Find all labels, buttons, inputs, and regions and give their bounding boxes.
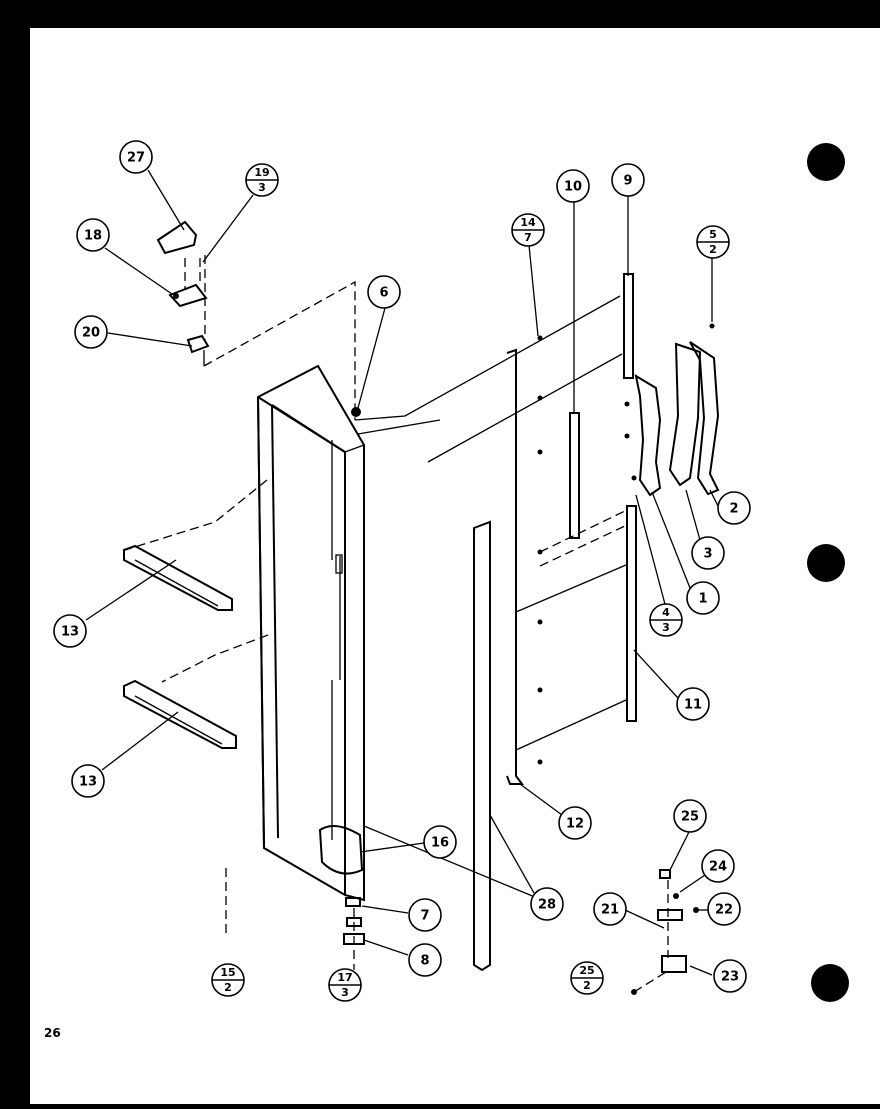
callout-number: 10 — [564, 180, 582, 195]
callout-numerator: 4 — [662, 606, 670, 619]
callout-1: 1 — [686, 581, 720, 615]
callout-number: 13 — [61, 625, 79, 640]
callout-number: 16 — [431, 836, 449, 851]
callout-numerator: 19 — [254, 166, 269, 179]
callout-24: 24 — [701, 849, 735, 883]
callout-20: 20 — [74, 315, 108, 349]
callout-11: 11 — [676, 687, 710, 721]
callout-denominator: 3 — [662, 621, 670, 634]
callout-number: 1 — [698, 592, 707, 607]
callout-22: 22 — [707, 892, 741, 926]
callout-9: 9 — [611, 163, 645, 197]
page-number: 26 — [44, 1026, 61, 1040]
bottom-right-hinge — [631, 869, 699, 995]
callout-3: 3 — [691, 536, 725, 570]
callout-5-2: 52 — [696, 225, 730, 259]
callout-21: 21 — [593, 892, 627, 926]
shelf-top — [123, 544, 233, 611]
handle-assembly — [624, 323, 720, 497]
callout-numerator: 17 — [337, 971, 352, 984]
callout-28: 28 — [530, 887, 564, 921]
callout-16: 16 — [423, 825, 457, 859]
callout-19-3: 193 — [245, 163, 279, 197]
callout-14-7: 147 — [511, 213, 545, 247]
callout-27: 27 — [119, 140, 153, 174]
callout-number: 8 — [420, 954, 429, 969]
hinge-plate-bottom — [318, 825, 364, 875]
bracket-12 — [506, 335, 543, 785]
callout-7: 7 — [408, 898, 442, 932]
trim-strips — [569, 273, 637, 722]
callout-number: 9 — [623, 174, 632, 189]
callout-number: 11 — [684, 698, 702, 713]
registration-mark-top — [807, 143, 845, 181]
callout-number: 21 — [601, 903, 619, 918]
callout-6: 6 — [367, 275, 401, 309]
callout-12: 12 — [558, 806, 592, 840]
callout-18: 18 — [76, 218, 110, 252]
callout-number: 6 — [379, 286, 388, 301]
bottom-hinge-hardware — [343, 407, 365, 970]
callout-numerator: 14 — [520, 216, 536, 229]
callout-number: 20 — [82, 326, 100, 341]
callout-4-3: 43 — [649, 603, 683, 637]
callout-denominator: 2 — [583, 979, 591, 992]
shelf-bottom — [123, 679, 237, 749]
callout-13b: 13 — [71, 764, 105, 798]
callout-25-2: 252 — [570, 961, 604, 995]
callout-15-2: 152 — [211, 963, 245, 997]
callout-number: 7 — [420, 909, 429, 924]
callout-number: 25 — [681, 810, 699, 825]
callout-17-3: 173 — [328, 968, 362, 1002]
callout-number: 23 — [721, 970, 739, 985]
door-frame — [256, 364, 365, 902]
callout-number: 18 — [84, 229, 102, 244]
callout-23: 23 — [713, 959, 747, 993]
callout-denominator: 3 — [258, 181, 266, 194]
registration-mark-bottom — [811, 964, 849, 1002]
callout-denominator: 2 — [224, 981, 232, 994]
callout-number: 13 — [79, 775, 97, 790]
callout-10: 10 — [556, 169, 590, 203]
callout-number: 3 — [703, 547, 712, 562]
registration-mark-middle — [807, 544, 845, 582]
callout-number: 12 — [566, 817, 584, 832]
callout-8: 8 — [408, 943, 442, 977]
callout-numerator: 15 — [220, 966, 235, 979]
callout-denominator: 2 — [709, 243, 717, 256]
callout-number: 2 — [729, 502, 738, 517]
leader-lines — [85, 169, 719, 976]
callout-numerator: 5 — [709, 228, 717, 241]
exploded-parts-diagram: 2719318206109147522314311121313167815217… — [44, 140, 849, 1040]
callout-2: 2 — [717, 491, 751, 525]
callout-13a: 13 — [53, 614, 87, 648]
callout-denominator: 7 — [524, 231, 532, 244]
top-hinge — [156, 220, 210, 354]
callout-25: 25 — [673, 799, 707, 833]
callout-number: 22 — [715, 903, 733, 918]
callout-numerator: 25 — [579, 964, 594, 977]
callout-denominator: 3 — [341, 986, 349, 999]
callout-number: 28 — [538, 898, 556, 913]
assembly-lines — [124, 280, 667, 993]
callout-number: 27 — [127, 151, 145, 166]
callout-number: 24 — [709, 860, 727, 875]
trim-strip-28 — [473, 520, 491, 972]
